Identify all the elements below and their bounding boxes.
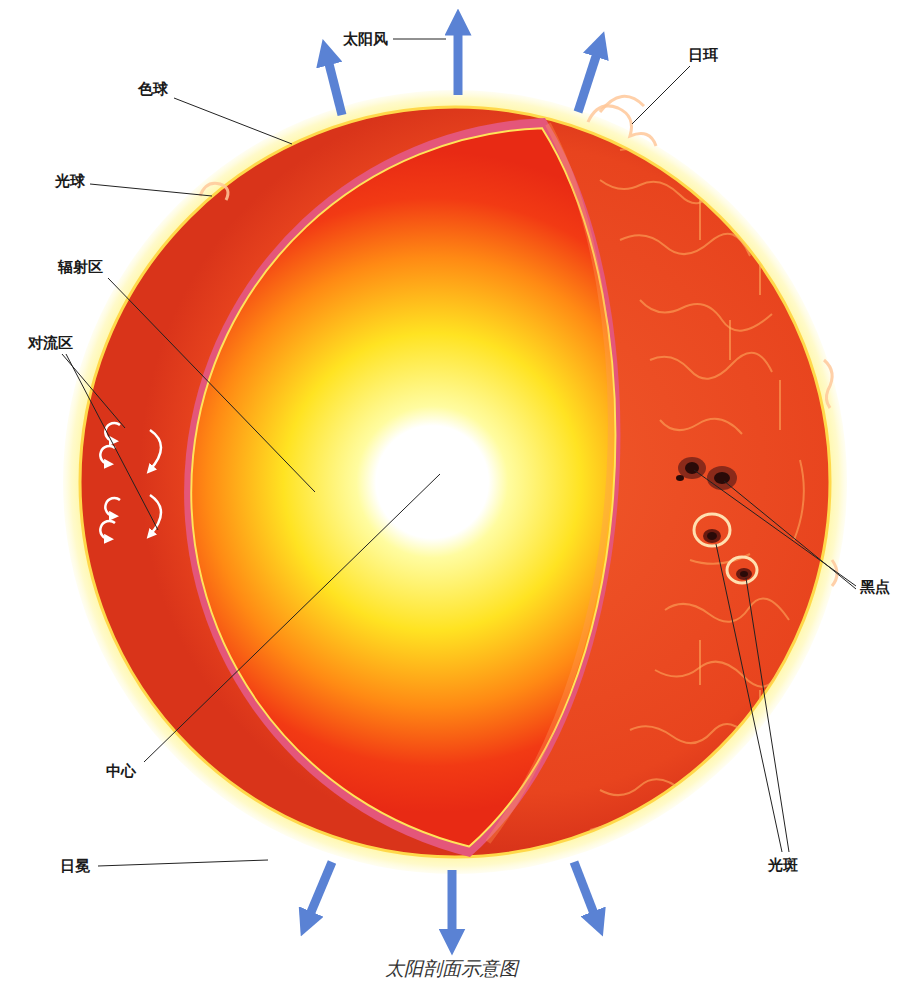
sunspots xyxy=(676,457,757,583)
part-label: 太阳风 xyxy=(343,30,388,48)
part-label: 光球 xyxy=(55,172,85,190)
part-label: 色球 xyxy=(138,80,168,98)
chromosphere-band xyxy=(184,118,620,857)
convection-arrows xyxy=(100,423,161,539)
part-label: 光斑 xyxy=(768,856,798,874)
granulation xyxy=(590,148,804,834)
sun-disc xyxy=(80,107,830,857)
sun-interior xyxy=(191,128,615,846)
prominences xyxy=(200,96,837,586)
part-label: 对流区 xyxy=(28,334,73,352)
part-label: 日冕 xyxy=(60,857,90,875)
corona-glow xyxy=(63,90,847,874)
part-label: 辐射区 xyxy=(58,258,103,276)
figure-caption: 太阳剖面示意图 xyxy=(0,958,903,980)
part-label: 日珥 xyxy=(688,46,718,64)
leader-lines xyxy=(62,39,856,866)
solar-wind-arrows xyxy=(306,22,600,942)
part-label: 黑点 xyxy=(860,578,890,596)
cut-edge-shade xyxy=(488,124,611,842)
part-label: 中心 xyxy=(106,762,136,780)
